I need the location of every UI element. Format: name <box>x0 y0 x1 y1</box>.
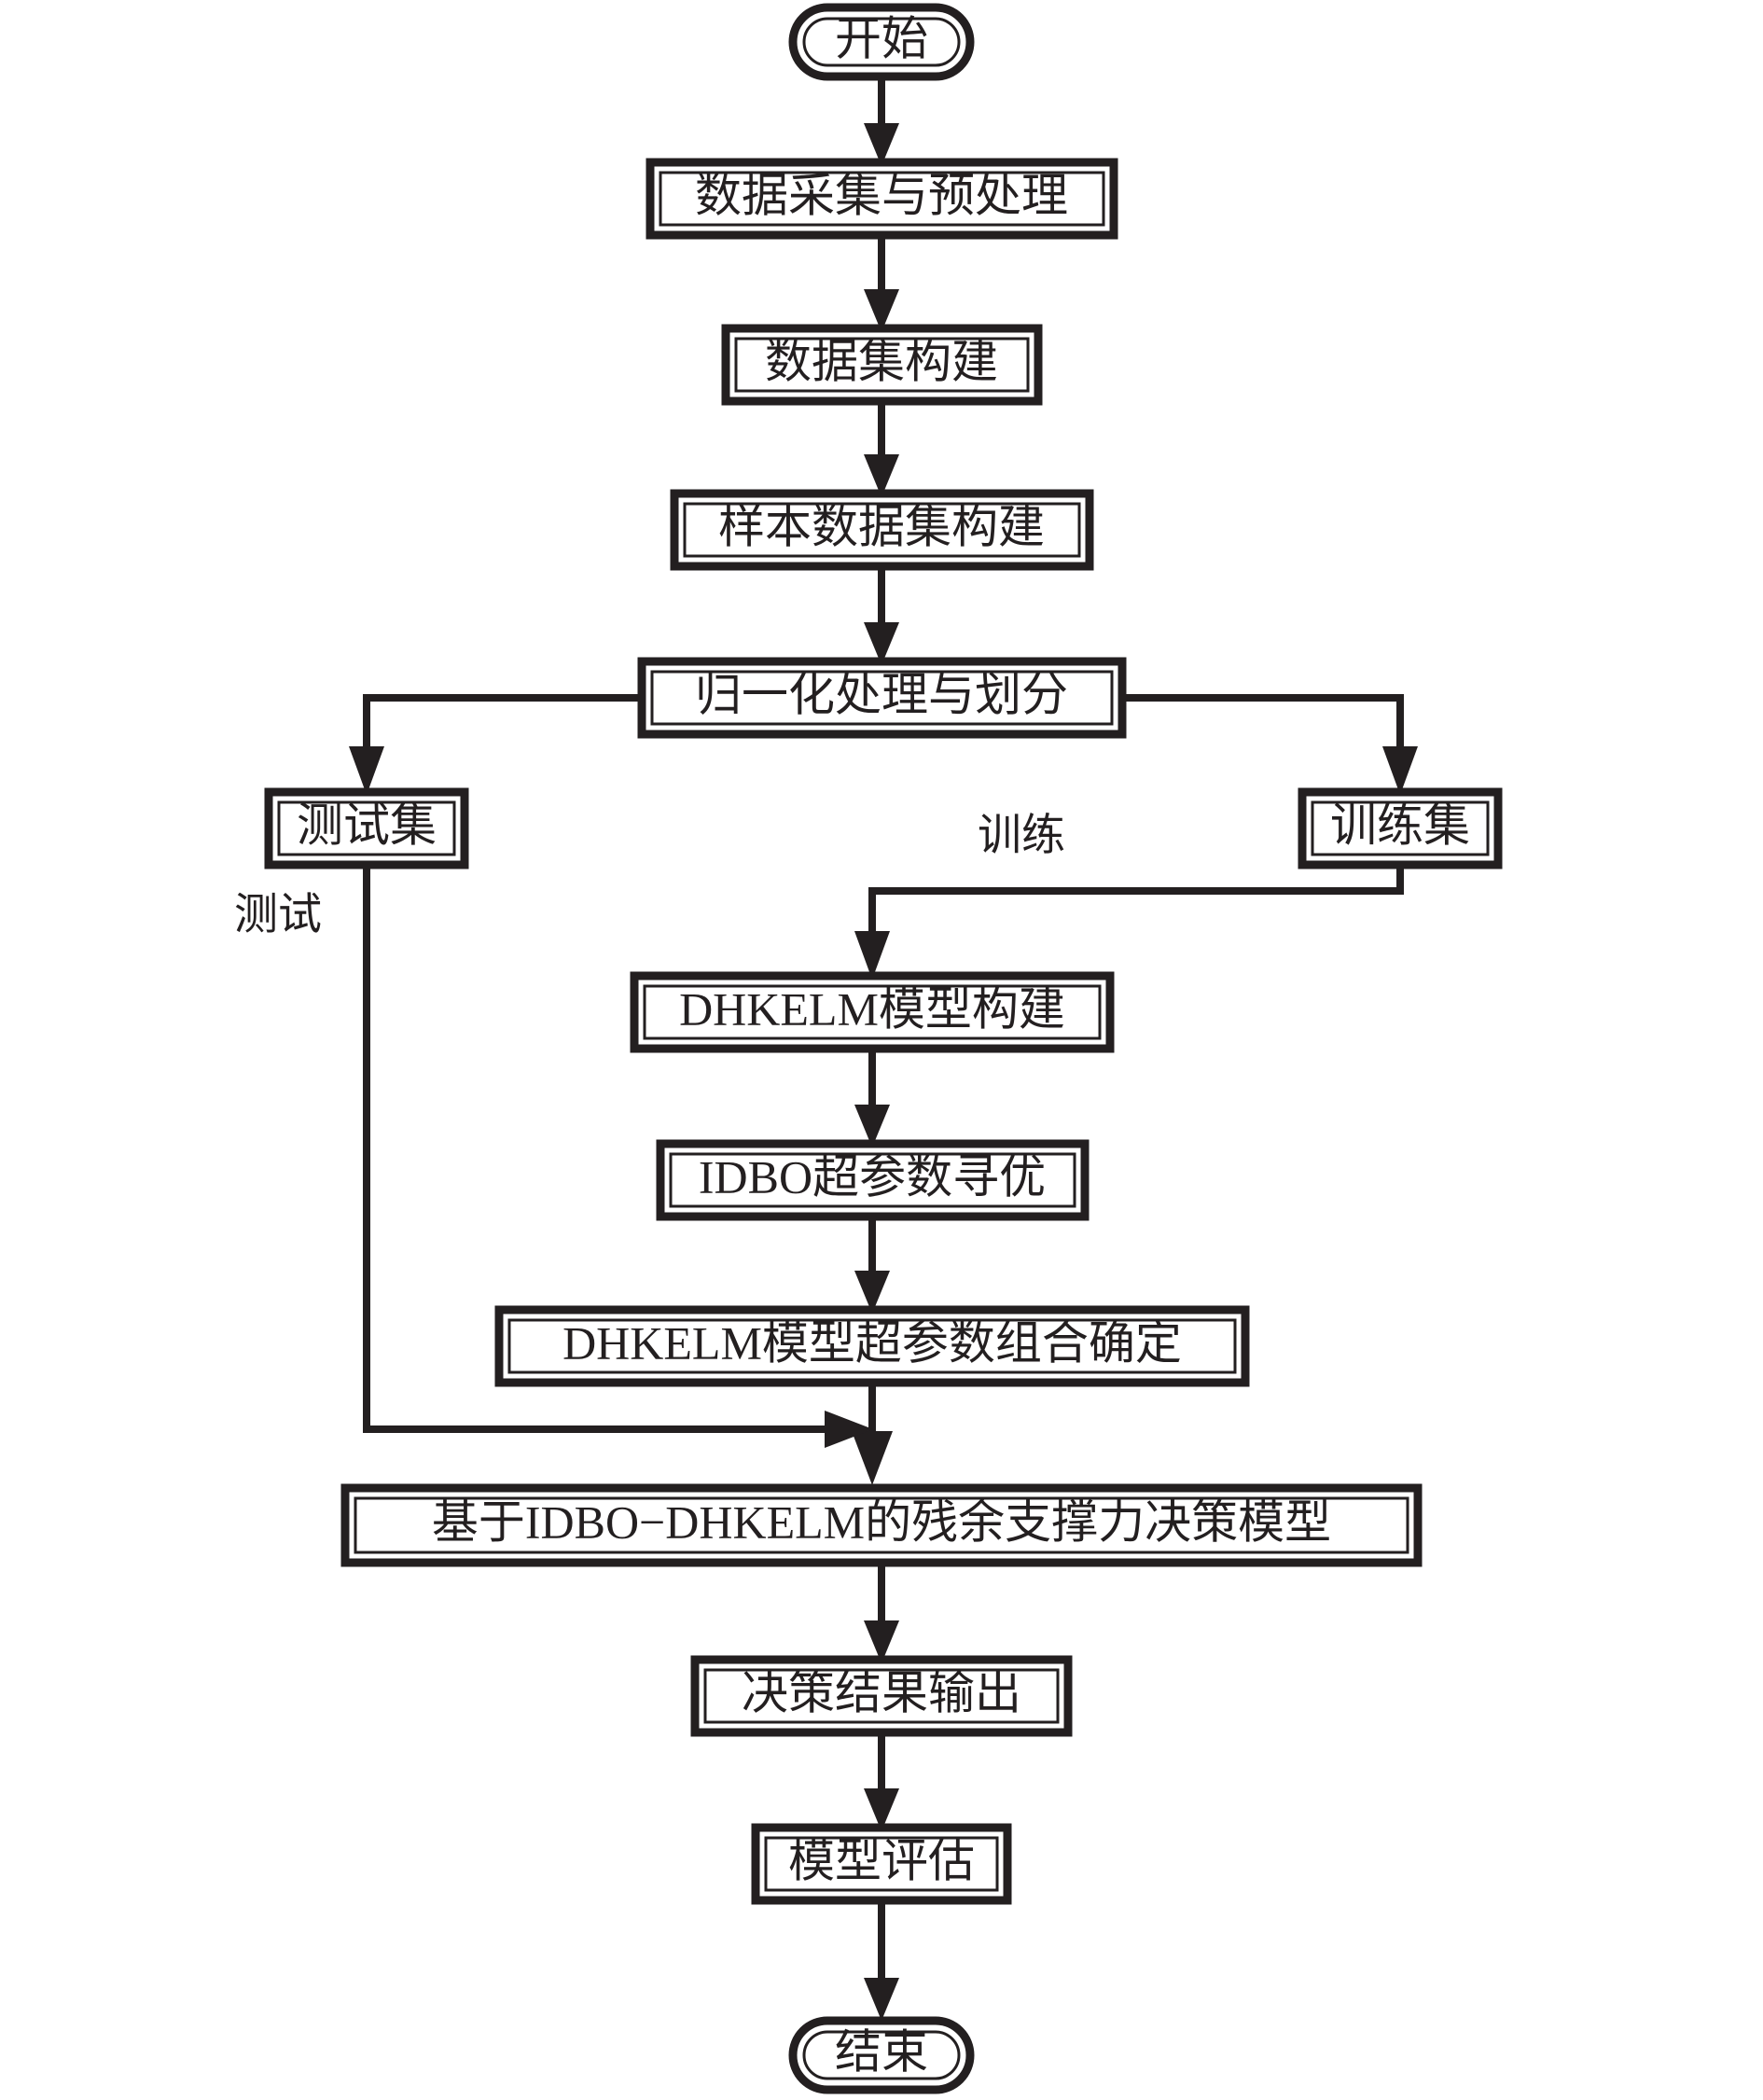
edge-dataset-build-to-sample-dataset-build <box>864 401 899 497</box>
edge-train-set-to-dhkelm-build <box>854 865 1404 980</box>
edge-decision-model-to-decision-output <box>864 1564 899 1663</box>
node-train-set-label: 训练集 <box>1330 799 1470 851</box>
node-dhkelm-params-fixed[interactable]: DHKELM模型超参数组合确定 <box>494 1305 1250 1387</box>
node-decision-model-label: 基于IDBO−DHKELM的残余支撑力决策模型 <box>432 1495 1331 1548</box>
node-dhkelm-params-fixed-label: DHKELM模型超参数组合确定 <box>562 1316 1182 1369</box>
node-model-eval[interactable]: 模型评估 <box>751 1823 1012 1905</box>
edge-data-collection-to-dataset-build <box>864 235 899 332</box>
node-sample-dataset-build-label: 样本数据集构建 <box>718 500 1045 552</box>
arrow-head-icon <box>854 931 890 980</box>
arrow-head-icon <box>864 1978 899 2021</box>
node-dhkelm-build-label: DHKELM模型构建 <box>679 982 1065 1035</box>
edge-test-set-to-decision-model <box>363 865 873 1448</box>
node-dhkelm-build[interactable]: DHKELM模型构建 <box>630 971 1115 1053</box>
node-data-collection-label: 数据采集与预处理 <box>695 169 1068 221</box>
edge-normalize-split-to-train-set <box>1122 694 1418 795</box>
node-end[interactable]: 结束 <box>788 2016 975 2094</box>
edge-normalize-split-to-test-set <box>349 694 641 795</box>
arrow-head-icon <box>864 1620 899 1663</box>
node-test-set[interactable]: 测试集 <box>264 787 469 869</box>
arrow-head-icon <box>864 1788 899 1831</box>
edge-sample-dataset-build-to-normalize-split <box>864 566 899 665</box>
arrow-head-icon <box>349 746 384 795</box>
edge-start-to-data-collection <box>864 76 899 166</box>
node-start-label: 开始 <box>835 12 928 64</box>
arrow-head-icon <box>852 1431 893 1485</box>
edge-model-eval-to-end <box>864 1900 899 2021</box>
node-data-collection[interactable]: 数据采集与预处理 <box>646 158 1118 240</box>
arrow-head-icon <box>864 123 899 166</box>
arrow-head-icon <box>864 289 899 332</box>
arrow-head-icon <box>864 622 899 665</box>
connectors-layer <box>349 76 1418 2021</box>
node-idbo-tune-label: IDBO超参数寻优 <box>699 1150 1046 1203</box>
edge-label-test: 测试 <box>234 891 322 939</box>
edge-label-train: 训练 <box>978 812 1065 860</box>
node-normalize-split[interactable]: 归一化处理与划分 <box>637 657 1127 739</box>
edge-decision-output-to-model-eval <box>864 1732 899 1831</box>
arrow-head-icon <box>854 1271 890 1314</box>
node-dataset-build[interactable]: 数据集构建 <box>721 324 1043 406</box>
node-decision-output[interactable]: 决策结果输出 <box>690 1655 1073 1737</box>
arrow-head-icon <box>825 1411 873 1448</box>
node-idbo-tune[interactable]: IDBO超参数寻优 <box>656 1139 1090 1221</box>
node-train-set[interactable]: 训练集 <box>1298 787 1503 869</box>
arrow-head-icon <box>864 454 899 497</box>
node-test-set-label: 测试集 <box>297 799 437 851</box>
edge-dhkelm-build-to-idbo-tune <box>854 1049 890 1147</box>
node-model-eval-label: 模型评估 <box>788 1834 975 1886</box>
node-start[interactable]: 开始 <box>788 3 975 81</box>
edge-dhkelm-params-fixed-to-decision-model <box>852 1383 893 1485</box>
edge-idbo-tune-to-dhkelm-params-fixed <box>854 1217 890 1314</box>
node-decision-model[interactable]: 基于IDBO−DHKELM的残余支撑力决策模型 <box>340 1483 1423 1567</box>
node-normalize-split-label: 归一化处理与划分 <box>695 668 1068 720</box>
node-decision-output-label: 决策结果输出 <box>742 1666 1021 1718</box>
node-dataset-build-label: 数据集构建 <box>765 335 998 387</box>
node-end-label: 结束 <box>835 2025 928 2078</box>
arrow-head-icon <box>854 1105 890 1147</box>
arrow-head-icon <box>1382 746 1418 795</box>
node-sample-dataset-build[interactable]: 样本数据集构建 <box>670 489 1094 571</box>
